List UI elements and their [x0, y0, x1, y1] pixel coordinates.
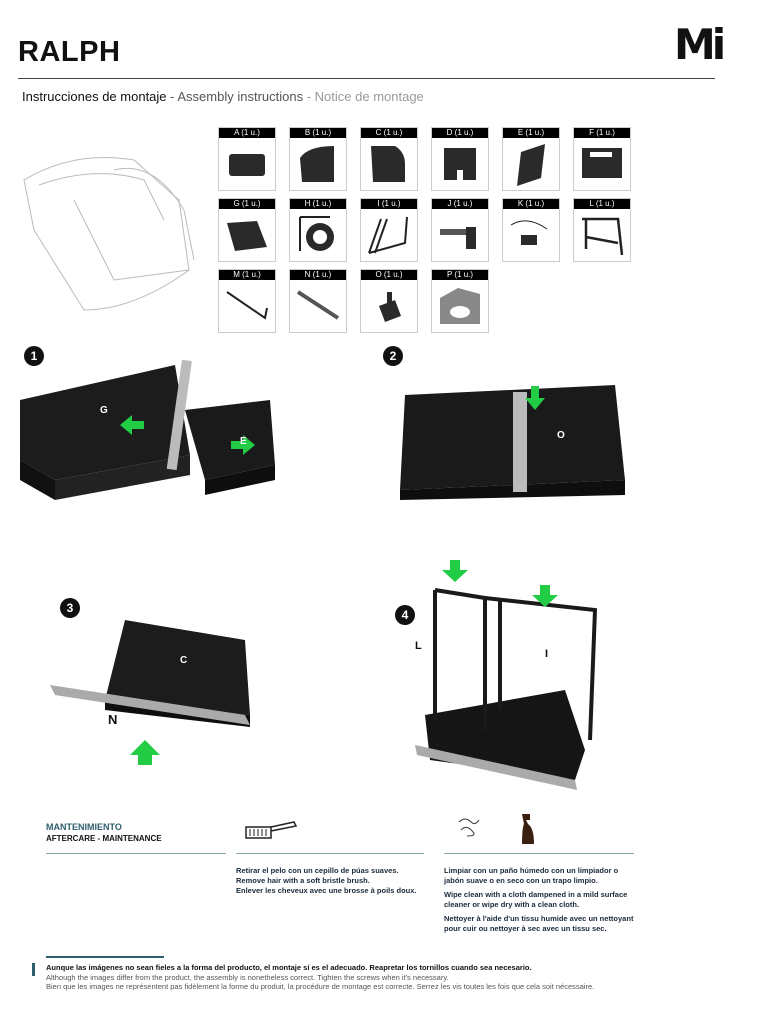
part-e: E (1 u.): [502, 127, 560, 191]
brush-text-en: Remove hair with a soft bristle brush.: [236, 876, 370, 885]
subtitle-en: Assembly instructions: [177, 89, 304, 104]
divider: [236, 853, 424, 854]
part-h: H (1 u.): [289, 198, 347, 262]
step-1-number: 1: [24, 346, 44, 366]
clean-text-en: Wipe clean with a cloth dampened in a mi…: [444, 890, 628, 909]
footer-note-es: Aunque las imágenes no sean fieles a la …: [46, 963, 532, 972]
part-label: D (1 u.): [432, 128, 488, 138]
part-image: [227, 221, 267, 251]
damp-cloth-icon: [458, 818, 480, 837]
cleaning-instructions: Limpiar con un paño húmedo con un limpia…: [444, 866, 634, 934]
part-d: D (1 u.): [431, 127, 489, 191]
footer-note-fr: Bien que les images ne représentent pas …: [46, 982, 595, 991]
part-image: [371, 146, 405, 182]
subtitle-fr: Notice de montage: [314, 89, 424, 104]
part-c: C (1 u.): [360, 127, 418, 191]
part-label-i: I: [545, 648, 549, 660]
step-4-illustration: [415, 560, 598, 790]
part-o: O (1 u.): [360, 269, 418, 333]
part-label: A (1 u.): [219, 128, 275, 138]
spray-bottle-icon: [522, 814, 534, 844]
maintenance-subtitle: AFTERCARE - MAINTENANCE: [46, 834, 162, 843]
part-image: [368, 216, 408, 254]
part-image: [300, 146, 334, 182]
step-1-illustration: [20, 359, 275, 500]
part-label-c: C: [180, 655, 188, 666]
part-image: [299, 216, 334, 251]
separator: -: [303, 89, 315, 104]
part-label: M (1 u.): [219, 270, 275, 280]
divider: [444, 853, 634, 854]
part-label: E (1 u.): [503, 128, 559, 138]
part-b: B (1 u.): [289, 127, 347, 191]
part-label-n: N: [108, 712, 118, 727]
part-n: N (1 u.): [289, 269, 347, 333]
part-j: J (1 u.): [431, 198, 489, 262]
brush-text-fr: Enlever les cheveux avec une brosse à po…: [236, 886, 417, 895]
part-image: [444, 148, 476, 180]
clean-text-es: Limpiar con un paño húmedo con un limpia…: [444, 866, 619, 885]
part-f: F (1 u.): [573, 127, 631, 191]
footer-accent-mark: [32, 963, 35, 976]
part-image: [440, 288, 480, 324]
part-label: J (1 u.): [432, 199, 488, 209]
part-label: I (1 u.): [361, 199, 417, 209]
part-p: P (1 u.): [431, 269, 489, 333]
part-label: K (1 u.): [503, 199, 559, 209]
part-label: B (1 u.): [290, 128, 346, 138]
product-title: RALPH: [18, 36, 121, 68]
brush-icon: [245, 821, 298, 839]
part-image: [517, 144, 545, 186]
clean-text-fr: Nettoyer à l'aide d'un tissu humide avec…: [444, 914, 634, 933]
divider: [46, 853, 226, 854]
part-image: [582, 217, 624, 256]
subtitle: Instrucciones de montaje - Assembly inst…: [22, 89, 424, 104]
subtitle-es: Instrucciones de montaje: [22, 89, 167, 104]
maintenance-title: MANTENIMIENTO: [46, 822, 122, 832]
part-k: K (1 u.): [502, 198, 560, 262]
header-divider: [18, 78, 715, 79]
part-m: M (1 u.): [218, 269, 276, 333]
part-image: [229, 154, 265, 176]
step-4-number: 4: [395, 605, 415, 625]
brush-instructions: Retirar el pelo con un cepillo de púas s…: [236, 866, 426, 896]
part-label-l: L: [415, 640, 422, 652]
step-3-number: 3: [60, 598, 80, 618]
part-label: L (1 u.): [574, 199, 630, 209]
footer-note-en: Although the images differ from the prod…: [46, 973, 449, 982]
step-2-number: 2: [383, 346, 403, 366]
sofa-sketch-illustration: [23, 157, 195, 311]
part-image: [440, 227, 476, 249]
part-label: G (1 u.): [219, 199, 275, 209]
part-label-g: G: [100, 405, 108, 416]
part-image: [379, 292, 401, 322]
part-label: H (1 u.): [290, 199, 346, 209]
part-i: I (1 u.): [360, 198, 418, 262]
footer-accent-bar: [46, 956, 164, 958]
part-label: C (1 u.): [361, 128, 417, 138]
part-g: G (1 u.): [218, 198, 276, 262]
step-2-illustration: [400, 385, 625, 500]
part-label: N (1 u.): [290, 270, 346, 280]
part-label: P (1 u.): [432, 270, 488, 280]
part-image: [510, 220, 548, 245]
part-image: [296, 290, 340, 320]
step-3-illustration: [50, 620, 250, 765]
part-label-e: E: [240, 436, 247, 447]
part-l: L (1 u.): [573, 198, 631, 262]
part-label: F (1 u.): [574, 128, 630, 138]
brand-logo: Mi: [674, 20, 726, 69]
separator: -: [166, 89, 178, 104]
part-image: [582, 148, 622, 178]
brush-text-es: Retirar el pelo con un cepillo de púas s…: [236, 866, 399, 875]
part-label: O (1 u.): [361, 270, 417, 280]
part-a: A (1 u.): [218, 127, 276, 191]
part-image: [226, 291, 268, 320]
part-label-o: O: [557, 430, 565, 441]
